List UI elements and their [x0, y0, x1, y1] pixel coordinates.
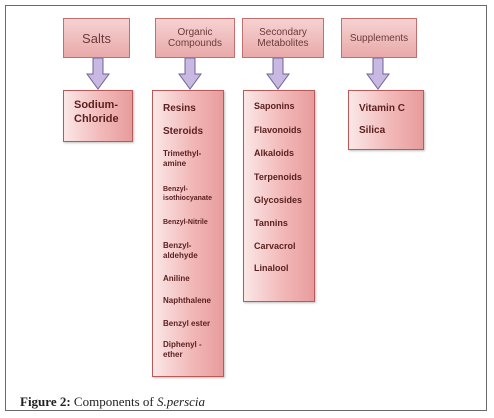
header-secondary-metabolites: Secondary Metabolites	[242, 18, 324, 58]
list-item: Flavonoids	[254, 125, 302, 135]
arrow-down-icon	[178, 58, 202, 90]
list-item: Vitamin C	[359, 103, 405, 114]
header-supplements: Supplements	[341, 18, 417, 58]
list-item: Benzyl ester	[163, 319, 211, 328]
list-item: Benzyl-Nitrile	[163, 219, 208, 226]
caption-text: Components of	[73, 394, 154, 409]
list-item: Steroids	[163, 126, 204, 137]
list-item: Glycosides	[254, 195, 303, 205]
list-item: Alkaloids	[254, 148, 295, 158]
column-salts: Sodium-Chloride	[63, 90, 133, 142]
list-item: Diphenyl - ether	[163, 340, 202, 359]
column-supplements: Vitamin C Silica	[348, 90, 424, 150]
list-item: Silica	[359, 125, 386, 136]
header-organic-compounds: Organic Compounds	[155, 18, 235, 58]
header-salts-label: Salts	[82, 30, 111, 46]
header-organic-compounds-label: Organic Compounds	[168, 27, 222, 49]
list-item: Carvacrol	[254, 241, 296, 251]
arrow-down-icon	[366, 58, 390, 90]
figure-caption: Figure 2: Components of S.perscia	[20, 394, 205, 410]
header-supplements-label: Supplements	[349, 32, 409, 44]
list-item: Trimethyl-amine	[163, 149, 202, 168]
list-item: Linalool	[254, 263, 289, 273]
header-salts: Salts	[63, 18, 130, 58]
header-secondary-metabolites-label: Secondary Metabolites	[257, 27, 309, 49]
list-item: Benzyl-isothiocyanate	[163, 186, 213, 202]
arrow-down-icon	[86, 58, 110, 90]
caption-label: Figure 2:	[20, 394, 71, 409]
figure-frame: Salts Organic Compounds Secondary Metabo…	[5, 5, 487, 411]
list-item: Saponins	[254, 101, 295, 111]
list-item: Sodium-Chloride	[74, 99, 119, 125]
list-item: Aniline	[163, 274, 190, 283]
list-item: Benzyl-aldehyde	[163, 241, 198, 260]
arrow-down-icon	[266, 58, 290, 90]
list-item: Naphthalene	[163, 296, 212, 305]
list-item: Tannins	[254, 218, 288, 228]
list-item: Terpenoids	[254, 172, 302, 182]
column-secondary-metabolites: Saponins Flavonoids Alkaloids Terpenoids…	[243, 90, 315, 302]
list-item: Resins	[163, 103, 196, 114]
caption-species: S.perscia	[156, 394, 206, 409]
column-organic-compounds: Resins Steroids Trimethyl-amine Benzyl-i…	[152, 90, 224, 377]
